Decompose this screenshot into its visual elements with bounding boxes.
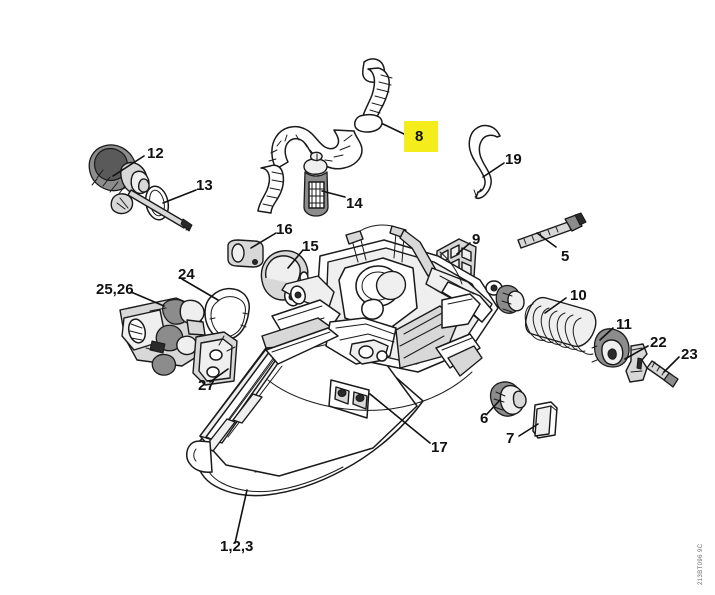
part-27-manifold-block (192, 331, 238, 386)
part-19-spring-clip (468, 124, 501, 200)
callout-19: 19 (505, 151, 522, 168)
callout-13: 13 (196, 177, 213, 194)
part-14-fuel-filter (303, 151, 329, 217)
callout-10: 10 (570, 287, 587, 304)
handle-frame-assembly (261, 224, 525, 411)
leader-lines (112, 123, 680, 544)
callout-8: 8 (415, 128, 424, 145)
callout-24: 24 (178, 266, 195, 283)
callout-1-2-3: 1,2,3 (220, 538, 254, 555)
callout-14: 14 (346, 195, 363, 212)
part-24-gasket (204, 287, 250, 341)
callout-11: 11 (616, 316, 632, 333)
callout-23: 23 (681, 346, 698, 363)
highlight-box-part-8 (404, 121, 438, 152)
callout-25-26: 25,26 (96, 281, 134, 298)
callout-16: 16 (276, 221, 293, 238)
part-13-oring-and-pin (127, 185, 193, 232)
part-7-cap (532, 401, 558, 439)
part-6-annular-buffer (489, 381, 527, 417)
part-10-coil-spring (524, 296, 597, 355)
callout-17: 17 (431, 439, 448, 456)
part-5-long-screw (517, 212, 587, 249)
callout-9: 9 (472, 231, 481, 248)
part-12-oil-pump (88, 144, 150, 215)
callout-22: 22 (650, 334, 667, 351)
callout-27: 27 (198, 377, 215, 394)
callout-12: 12 (147, 145, 164, 162)
callout-15: 15 (302, 238, 319, 255)
part-22-bracket (625, 343, 648, 383)
callout-5: 5 (561, 248, 570, 265)
callout-7: 7 (506, 430, 515, 447)
diagram-reference-code: 213BT096 9C (698, 543, 704, 585)
part-23-screw (646, 360, 679, 388)
callout-6: 6 (480, 410, 489, 427)
part-11-rubber-buffer (591, 328, 630, 368)
part-25-26-carburetor (119, 297, 206, 376)
part-8-fuel-hose (257, 58, 393, 214)
